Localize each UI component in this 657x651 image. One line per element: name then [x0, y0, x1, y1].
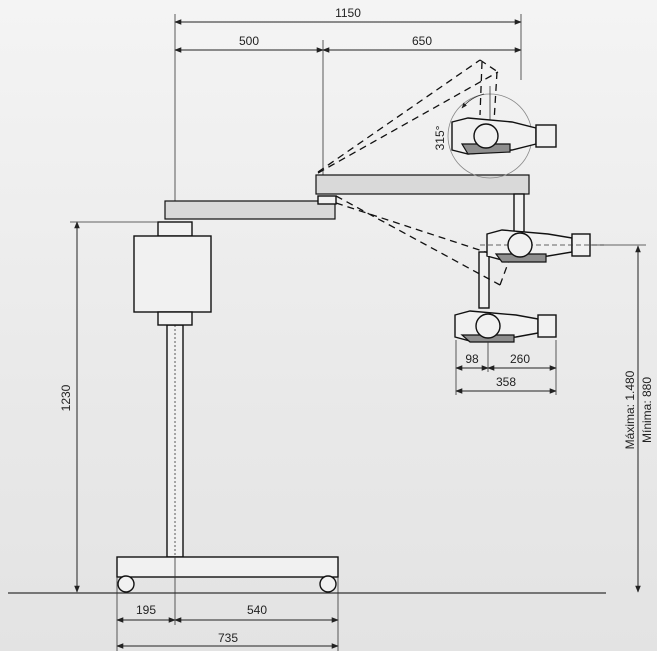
dim-base-left: 195 [136, 603, 156, 617]
dim-head-offset: 98 [465, 352, 479, 366]
dim-base-total: 735 [218, 631, 238, 645]
dim-head-length: 260 [510, 352, 530, 366]
head-middle [480, 229, 604, 263]
dim-column-height: 1230 [59, 384, 73, 411]
stand [116, 195, 339, 593]
dim-outer-arm: 650 [412, 34, 432, 48]
dim-base-right: 540 [247, 603, 267, 617]
base-plate [116, 556, 339, 578]
wheel-left [117, 575, 135, 593]
dim-head-total: 358 [496, 375, 516, 389]
dim-max-height: Máxima: 1.480 [623, 370, 637, 449]
column-collar-top [157, 221, 193, 237]
swing-dashed-upper-1 [317, 59, 481, 173]
base-dimensions: 195 540 735 [116, 557, 339, 651]
wheel-right [319, 575, 337, 593]
outer-arm [315, 174, 530, 195]
head-height-dimension: Máxima: 1.480 Mínima: 880 [590, 244, 654, 593]
column-height-dimension: 1230 [59, 221, 158, 593]
column-collar-bottom [157, 311, 193, 326]
dim-rotation-angle: 315° [433, 125, 447, 150]
dim-total-reach: 1150 [335, 6, 361, 20]
inner-arm [164, 200, 336, 220]
outer-arm-assembly: 315° 98 260 3 [315, 59, 604, 395]
swing-dashed-lower-1 [335, 195, 501, 286]
dim-min-height: Mínima: 880 [640, 377, 654, 443]
motor-housing [133, 235, 212, 313]
dim-inner-arm: 500 [239, 34, 259, 48]
top-dimensions: 1150 500 650 [174, 6, 522, 210]
head-top [451, 117, 557, 155]
head-lower [454, 310, 557, 343]
